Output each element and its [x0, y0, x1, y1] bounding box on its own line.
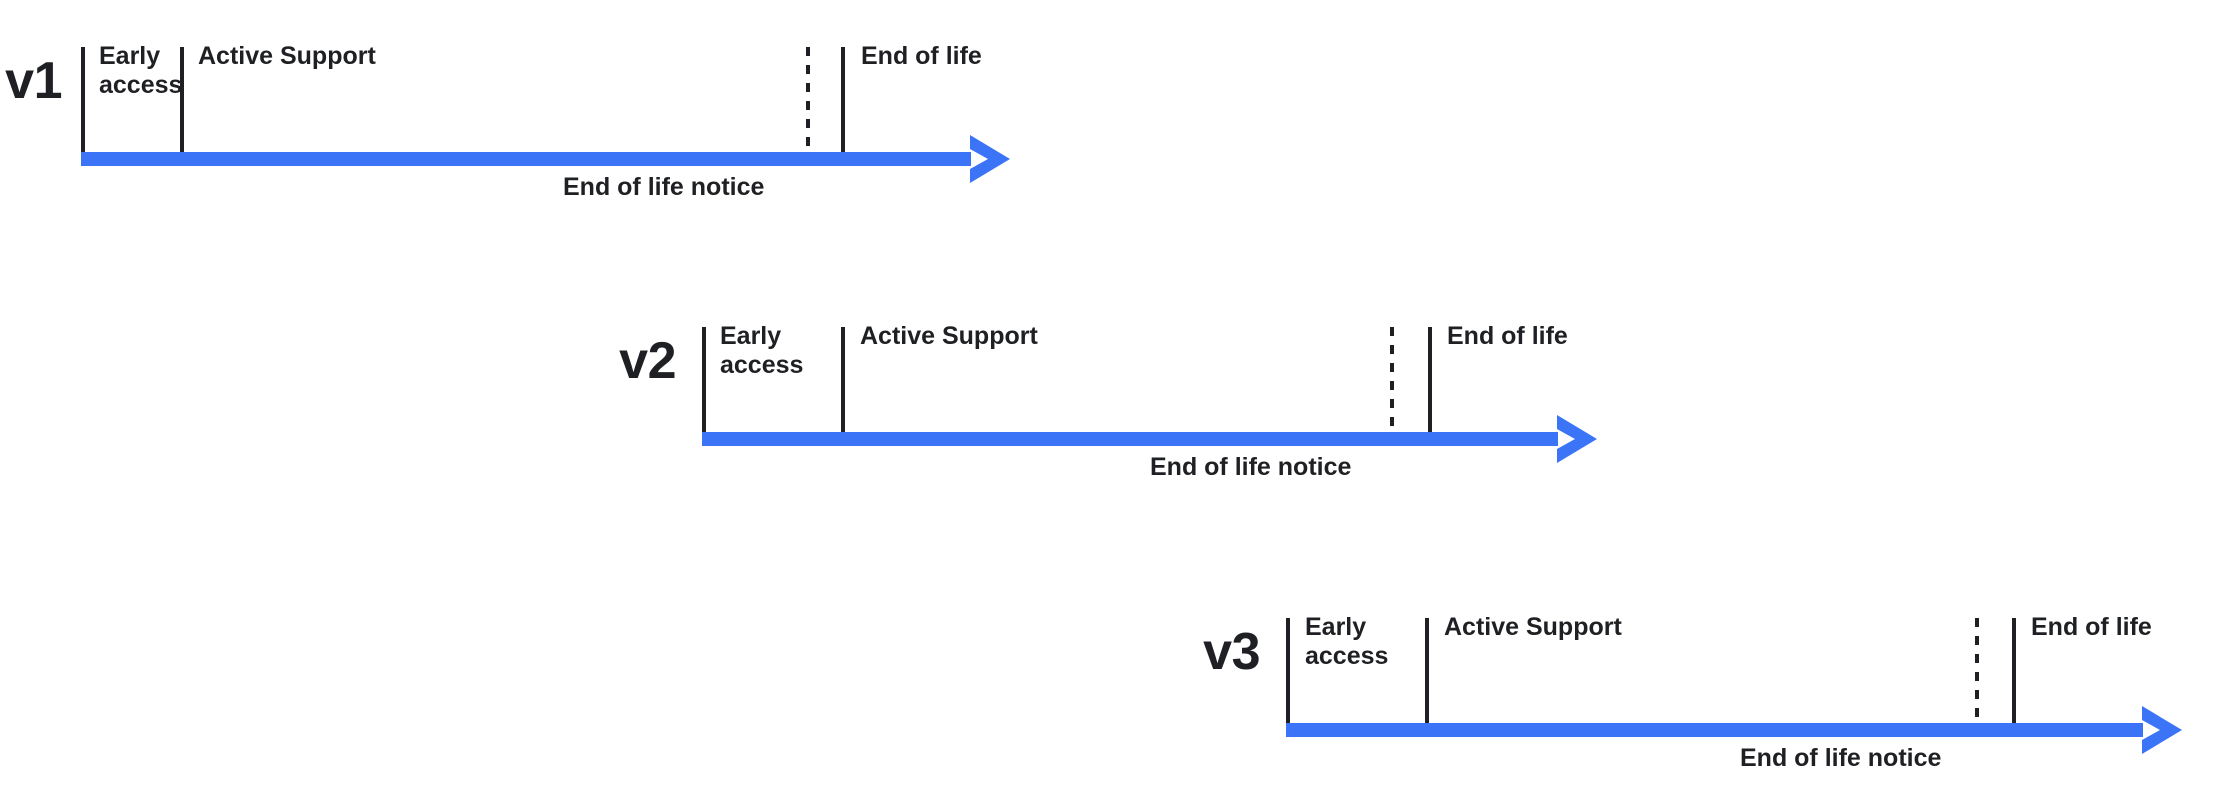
- phase-divider-end-of-life-v3: [2012, 618, 2016, 723]
- lifecycle-bar-v3: [1286, 723, 2143, 737]
- timeline-row-v2: v2 Early access Active Support End of li…: [0, 280, 1650, 481]
- version-label-v3: v3: [1203, 623, 1260, 681]
- phase-label-early-access-v1: Early access: [99, 42, 183, 99]
- lifecycle-arrowhead-v2: [1553, 413, 1599, 465]
- lifecycle-arrowhead-v3: [2138, 704, 2184, 756]
- phase-divider-start-v3: [1286, 618, 1290, 723]
- eol-notice-label-v1: End of life notice: [563, 173, 765, 201]
- phase-label-end-of-life-v1: End of life: [861, 42, 982, 70]
- phase-label-active-support-v1: Active Support: [198, 42, 376, 70]
- phase-divider-start-v1: [81, 47, 85, 152]
- phase-divider-end-of-life-v2: [1428, 327, 1432, 432]
- phase-label-early-access-v2: Early access: [720, 322, 804, 379]
- eol-notice-label-v2: End of life notice: [1150, 453, 1352, 481]
- eol-notice-marker-v2: [1390, 327, 1394, 432]
- phase-divider-active-support-v2: [841, 327, 845, 432]
- timeline-row-v3: v3 Early access Active Support End of li…: [0, 571, 2228, 772]
- timeline-row-v1: v1 Early access Active Support End of li…: [0, 0, 1060, 201]
- version-label-v2: v2: [619, 332, 676, 390]
- lifecycle-bar-v2: [702, 432, 1558, 446]
- phase-label-active-support-v2: Active Support: [860, 322, 1038, 350]
- eol-notice-label-v3: End of life notice: [1740, 744, 1942, 772]
- phase-divider-end-of-life-v1: [841, 47, 845, 152]
- phase-label-early-access-v3: Early access: [1305, 613, 1389, 670]
- eol-notice-marker-v3: [1975, 618, 1979, 723]
- eol-notice-marker-v1: [806, 47, 810, 152]
- version-label-v1: v1: [5, 52, 62, 110]
- lifecycle-arrowhead-v1: [966, 133, 1012, 185]
- phase-divider-active-support-v3: [1425, 618, 1429, 723]
- phase-label-active-support-v3: Active Support: [1444, 613, 1622, 641]
- phase-divider-active-support-v1: [180, 47, 184, 152]
- phase-label-end-of-life-v2: End of life: [1447, 322, 1568, 350]
- lifecycle-bar-v1: [81, 152, 971, 166]
- phase-label-end-of-life-v3: End of life: [2031, 613, 2152, 641]
- phase-divider-start-v2: [702, 327, 706, 432]
